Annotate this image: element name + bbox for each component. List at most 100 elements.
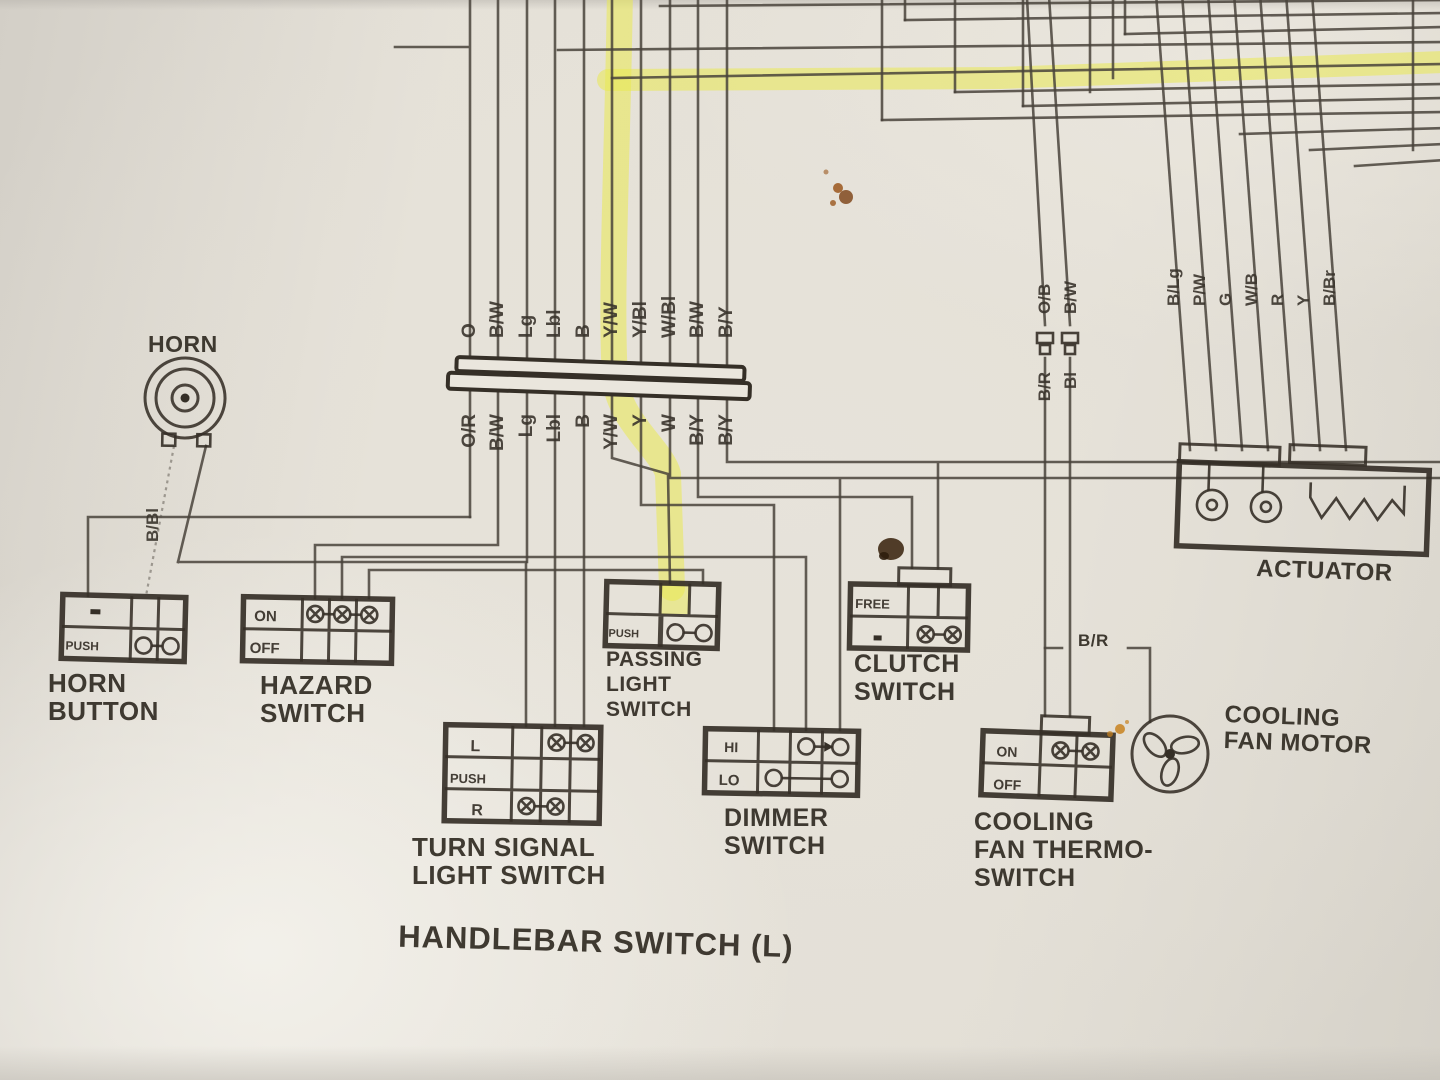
passing-label-2: LIGHT	[606, 673, 672, 696]
wire-label: R	[1268, 294, 1287, 306]
fan-motor-label: COOLING FAN MOTOR	[1223, 701, 1372, 759]
actuator	[1173, 442, 1433, 558]
horn-button-label-2: BUTTON	[48, 696, 159, 726]
dimmer-arrow	[824, 741, 834, 752]
page-title: HANDLEBAR SWITCH (L)	[398, 919, 794, 964]
wire-label: B/Y	[687, 414, 708, 446]
right-branch-wires	[1025, 0, 1152, 724]
highlight-vertical	[600, 0, 685, 601]
actuator-wire-labels: B/Lg P/W G W/B R Y B/Br	[1164, 268, 1339, 306]
dimmer-hi: HI	[724, 739, 738, 755]
dimmer-lo: LO	[719, 772, 740, 789]
actuator-resistor	[1308, 482, 1407, 522]
wire-label: B/R	[1035, 372, 1054, 401]
wire-label: B	[573, 324, 594, 338]
cooling-fan-motor	[1130, 714, 1210, 794]
wire-label: Lg	[516, 315, 537, 338]
wire-label: B/W	[1061, 280, 1080, 314]
fan-blade	[1169, 735, 1201, 755]
thermo-label-3: SWITCH	[974, 864, 1076, 892]
wire-label: Y	[1294, 294, 1313, 306]
actuator-label: ACTUATOR	[1256, 555, 1393, 587]
passing-push: PUSH	[608, 628, 639, 641]
wire-label: W/Bl	[659, 296, 680, 338]
main-harness-wires	[86, 0, 1440, 732]
wire-label: B	[573, 414, 594, 428]
turn-signal-switch: L PUSH R	[441, 721, 604, 827]
connector-top-labels: O B/W Lg Lbl B Y/W Y/Bl W/Bl B/W B/Y	[459, 296, 737, 338]
horn-button: PUSH	[58, 591, 189, 665]
wire-label: B/W	[487, 414, 508, 451]
inline-connector	[1035, 331, 1080, 356]
highlight-switch-cell	[660, 584, 690, 614]
wire-label: Lg	[516, 414, 537, 437]
fan-wire-label: B/R	[1078, 631, 1109, 650]
horn-label: HORN	[148, 331, 218, 357]
wire-label: O/B	[1035, 284, 1054, 314]
hazard-off: OFF	[250, 640, 280, 658]
horn-symbol	[143, 356, 227, 448]
actuator-wires	[1155, 0, 1348, 452]
wire-label: Bl	[1061, 372, 1080, 389]
wire-label: B/W	[687, 301, 708, 338]
horn-button-label-1: HORN	[48, 668, 127, 698]
turn-signal-label-2: LIGHT SWITCH	[412, 860, 606, 890]
cooling-fan-thermo-switch: ON OFF	[978, 714, 1116, 803]
thermo-label-2: FAN THERMO-	[974, 836, 1153, 864]
passing-label-1: PASSING	[606, 648, 702, 671]
inline-connector-labels: O/B B/W B/R Bl	[1035, 280, 1080, 401]
hazard-switch: ON OFF	[239, 593, 396, 667]
dimmer-label-2: SWITCH	[724, 832, 826, 860]
passing-light-switch: PUSH	[602, 578, 722, 652]
passing-label-3: SWITCH	[606, 698, 692, 721]
thermo-off: OFF	[993, 776, 1022, 793]
wire-label: Y/W	[601, 414, 622, 450]
turn-signal-push: PUSH	[450, 771, 486, 787]
turn-signal-l: L	[470, 738, 480, 755]
fan-label-2: FAN MOTOR	[1223, 727, 1372, 759]
wire-label: O/R	[459, 414, 480, 448]
turn-signal-label-1: TURN SIGNAL	[412, 832, 595, 862]
faint-wires	[144, 445, 176, 597]
clutch-label-2: SWITCH	[854, 678, 956, 706]
main-connector	[445, 355, 752, 402]
wire-label: B/W	[487, 301, 508, 338]
thermo-label-1: COOLING	[974, 808, 1094, 836]
wire-label: B/Y	[716, 306, 737, 338]
top-grid-wires	[556, 0, 1440, 168]
thermo-on: ON	[996, 743, 1018, 760]
hazard-label-2: SWITCH	[260, 698, 366, 728]
clutch-label-1: CLUTCH	[854, 650, 960, 678]
hazard-on: ON	[254, 608, 277, 625]
horn-center-dot	[180, 393, 190, 403]
clutch-free: FREE	[855, 596, 890, 612]
horn-button-push: PUSH	[65, 638, 99, 653]
fan-label-1: COOLING	[1224, 701, 1340, 732]
horn-button-dot	[90, 609, 101, 615]
wire-label: B/Br	[1320, 270, 1339, 306]
turn-signal-r: R	[471, 802, 483, 819]
wire-label: W	[659, 414, 680, 432]
wire-label: G	[1216, 293, 1235, 306]
wire-label: B/Y	[716, 414, 737, 446]
wire-label: Lbl	[544, 414, 565, 443]
wire-label: Y/W	[601, 302, 622, 338]
wire-label: Y/Bl	[630, 301, 651, 338]
paper-stains	[823, 169, 1129, 737]
horn-wire-label: B/Bl	[143, 508, 162, 542]
connector-bottom-labels: O/R B/W Lg Lbl B Y/W Y W B/Y B/Y	[459, 414, 737, 451]
wire-label: Y	[630, 414, 651, 427]
wire-label: B/Lg	[1164, 268, 1183, 306]
dimmer-label-1: DIMMER	[724, 804, 828, 832]
wire-label: P/W	[1190, 273, 1209, 306]
clutch-switch: FREE	[846, 566, 972, 653]
clutch-dot	[873, 635, 882, 641]
hazard-label-1: HAZARD	[260, 670, 373, 700]
wire-label: W/B	[1242, 273, 1261, 306]
wire-label: Lbl	[544, 310, 565, 339]
dimmer-switch: HI LO	[701, 725, 862, 799]
fan-blade	[1142, 731, 1168, 759]
fan-blade	[1159, 757, 1181, 787]
paper-shade-bottom	[0, 1046, 1440, 1080]
